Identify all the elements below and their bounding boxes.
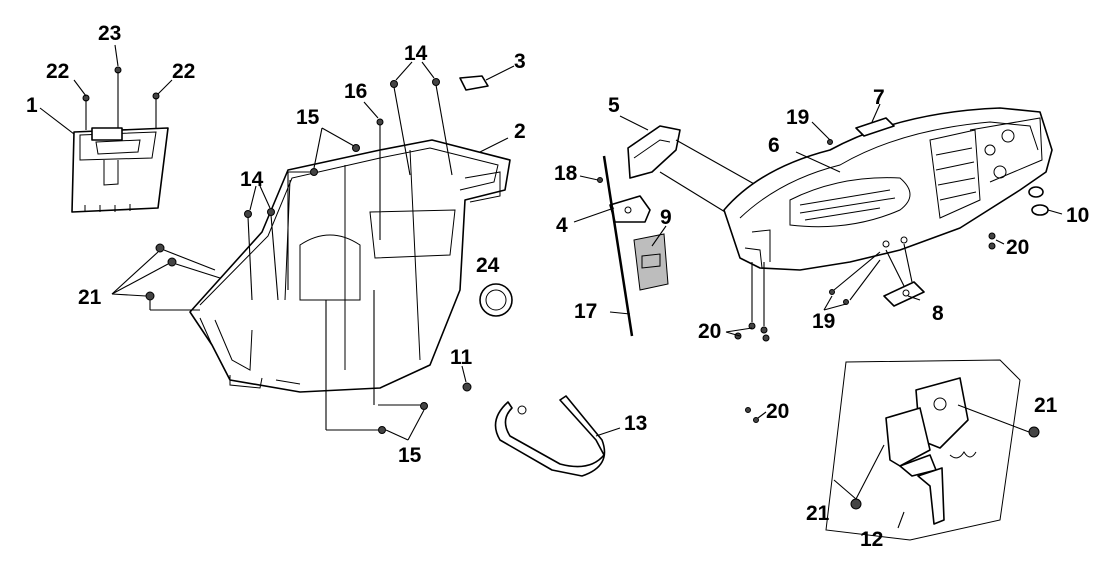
fasteners-21-left: [145, 243, 221, 311]
callout-20-lower: 20: [766, 400, 789, 423]
callout-10: 10: [1066, 204, 1089, 227]
callout-22-right: 22: [172, 60, 195, 83]
callout-23: 23: [98, 22, 121, 45]
callout-1: 1: [26, 94, 38, 117]
callout-2: 2: [514, 120, 526, 143]
callout-13: 13: [624, 412, 647, 435]
callout-14-top: 14: [404, 42, 428, 65]
part-2-storage-box: [189, 139, 511, 393]
callout-21-bottom: 21: [806, 502, 830, 525]
part-4-bracket: [609, 195, 651, 223]
part-10-bumpers: [1028, 186, 1049, 216]
callout-9: 9: [660, 206, 672, 229]
part-11-screw: [462, 382, 472, 392]
fasteners-19-20: [734, 139, 996, 423]
callout-20-right: 20: [1006, 236, 1029, 259]
part-6-seat-base: [723, 107, 1053, 271]
callout-11: 11: [450, 346, 473, 369]
part-9-pad: [633, 233, 669, 291]
callout-8: 8: [932, 302, 944, 325]
part-17-cable: [597, 155, 634, 337]
part-8-pad: [883, 243, 925, 307]
part-7-pad: [855, 117, 895, 137]
part-12-latch: [825, 359, 1040, 541]
part-5-hinge: [627, 125, 757, 216]
callout-24: 24: [476, 254, 500, 277]
callout-21-right: 21: [1034, 394, 1058, 417]
callout-20-left: 20: [698, 320, 721, 343]
callout-14-left: 14: [240, 168, 264, 191]
part-13-strap: [494, 395, 606, 477]
callout-15-bottom: 15: [398, 444, 422, 467]
callout-4: 4: [556, 214, 568, 237]
callout-15-top: 15: [296, 106, 320, 129]
callout-19-bottom: 19: [812, 310, 835, 333]
callout-3: 3: [514, 50, 526, 73]
part-24-ring: [479, 283, 513, 317]
part-3-cap: [459, 75, 489, 91]
callout-19-top: 19: [786, 106, 809, 129]
callouts: 1 2 3 4 5 6 7 8 9 10 11 12 13 14 14 15 1…: [26, 22, 1089, 551]
callout-12: 12: [860, 528, 883, 551]
callout-6: 6: [768, 134, 780, 157]
callout-21-left: 21: [78, 286, 102, 309]
callout-22-left: 22: [46, 60, 69, 83]
part-1-lid: [71, 66, 169, 213]
callout-16: 16: [344, 80, 367, 103]
fasteners-storage: [244, 78, 453, 434]
callout-18: 18: [554, 162, 578, 185]
callout-5: 5: [608, 94, 620, 117]
callout-7: 7: [873, 86, 885, 109]
callout-17: 17: [574, 300, 597, 323]
leader-lines: [39, 44, 1063, 529]
